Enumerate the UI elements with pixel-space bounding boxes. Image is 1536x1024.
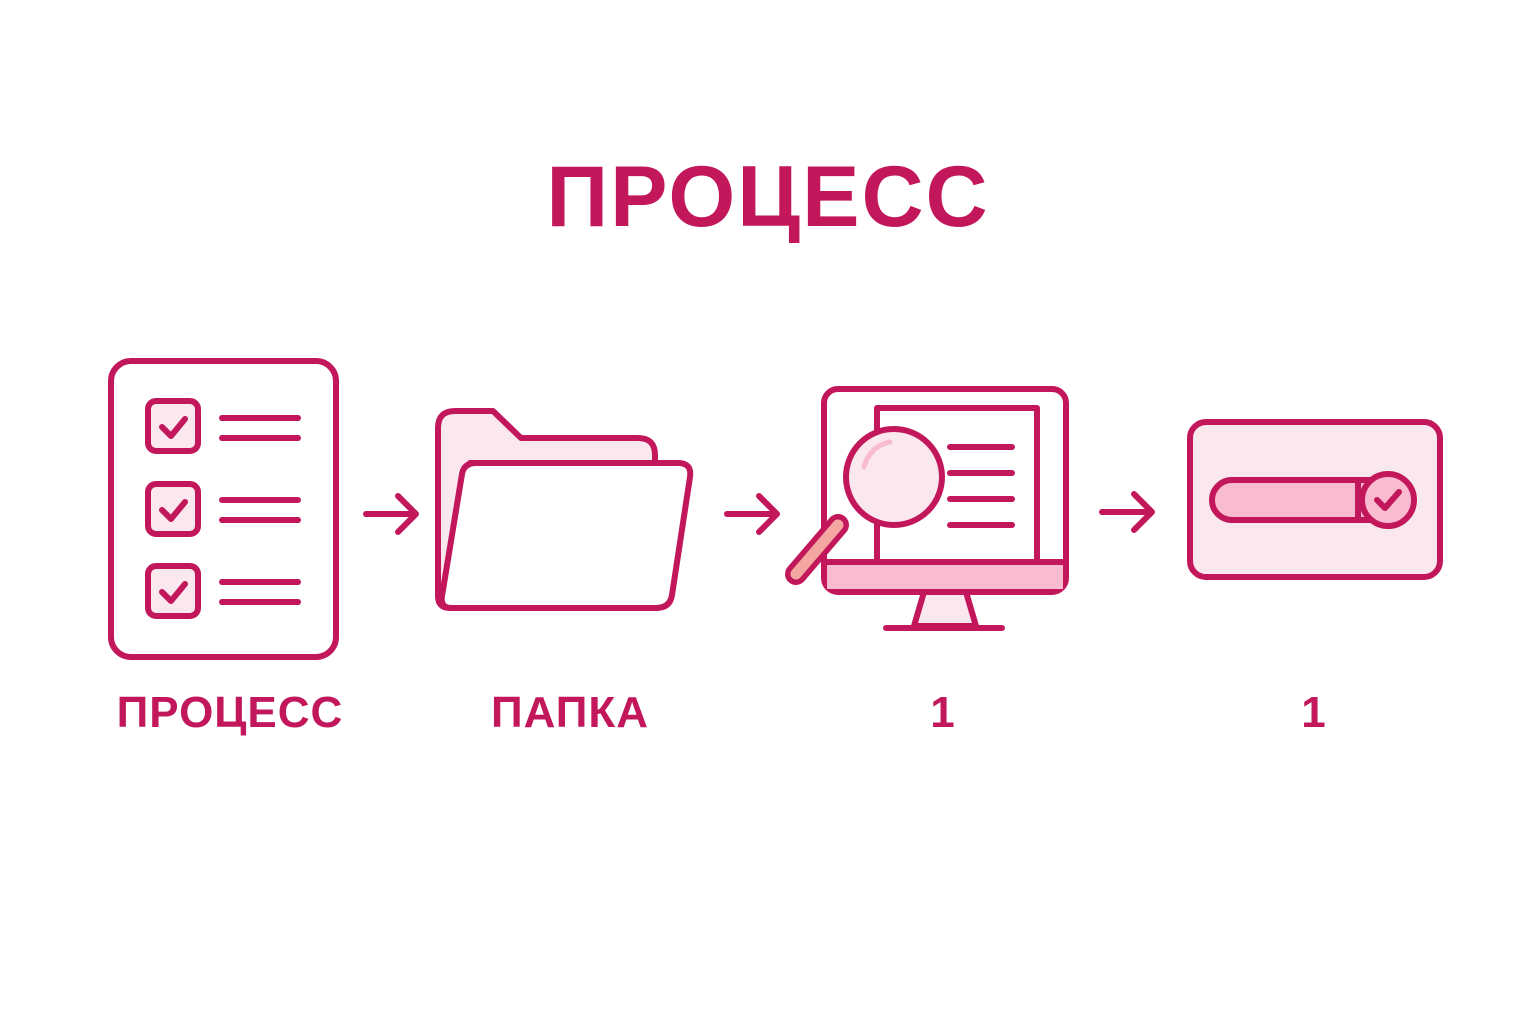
step-label-4: 1: [1301, 688, 1327, 737]
arrow-right-icon: [1099, 491, 1155, 533]
step-label-3: 1: [930, 688, 956, 737]
step-label-2: ПАПКА: [490, 688, 650, 737]
page-title: ПРОЦЕСС: [546, 149, 990, 245]
folder-icon: [435, 408, 694, 611]
checklist-icon: [108, 358, 339, 660]
progress-check-icon: [1187, 419, 1443, 580]
step-label-1: ПРОЦЕСС: [116, 688, 344, 737]
arrow-right-icon: [724, 493, 780, 535]
arrow-right-icon: [363, 493, 419, 535]
monitor-search-icon: [785, 386, 1069, 631]
